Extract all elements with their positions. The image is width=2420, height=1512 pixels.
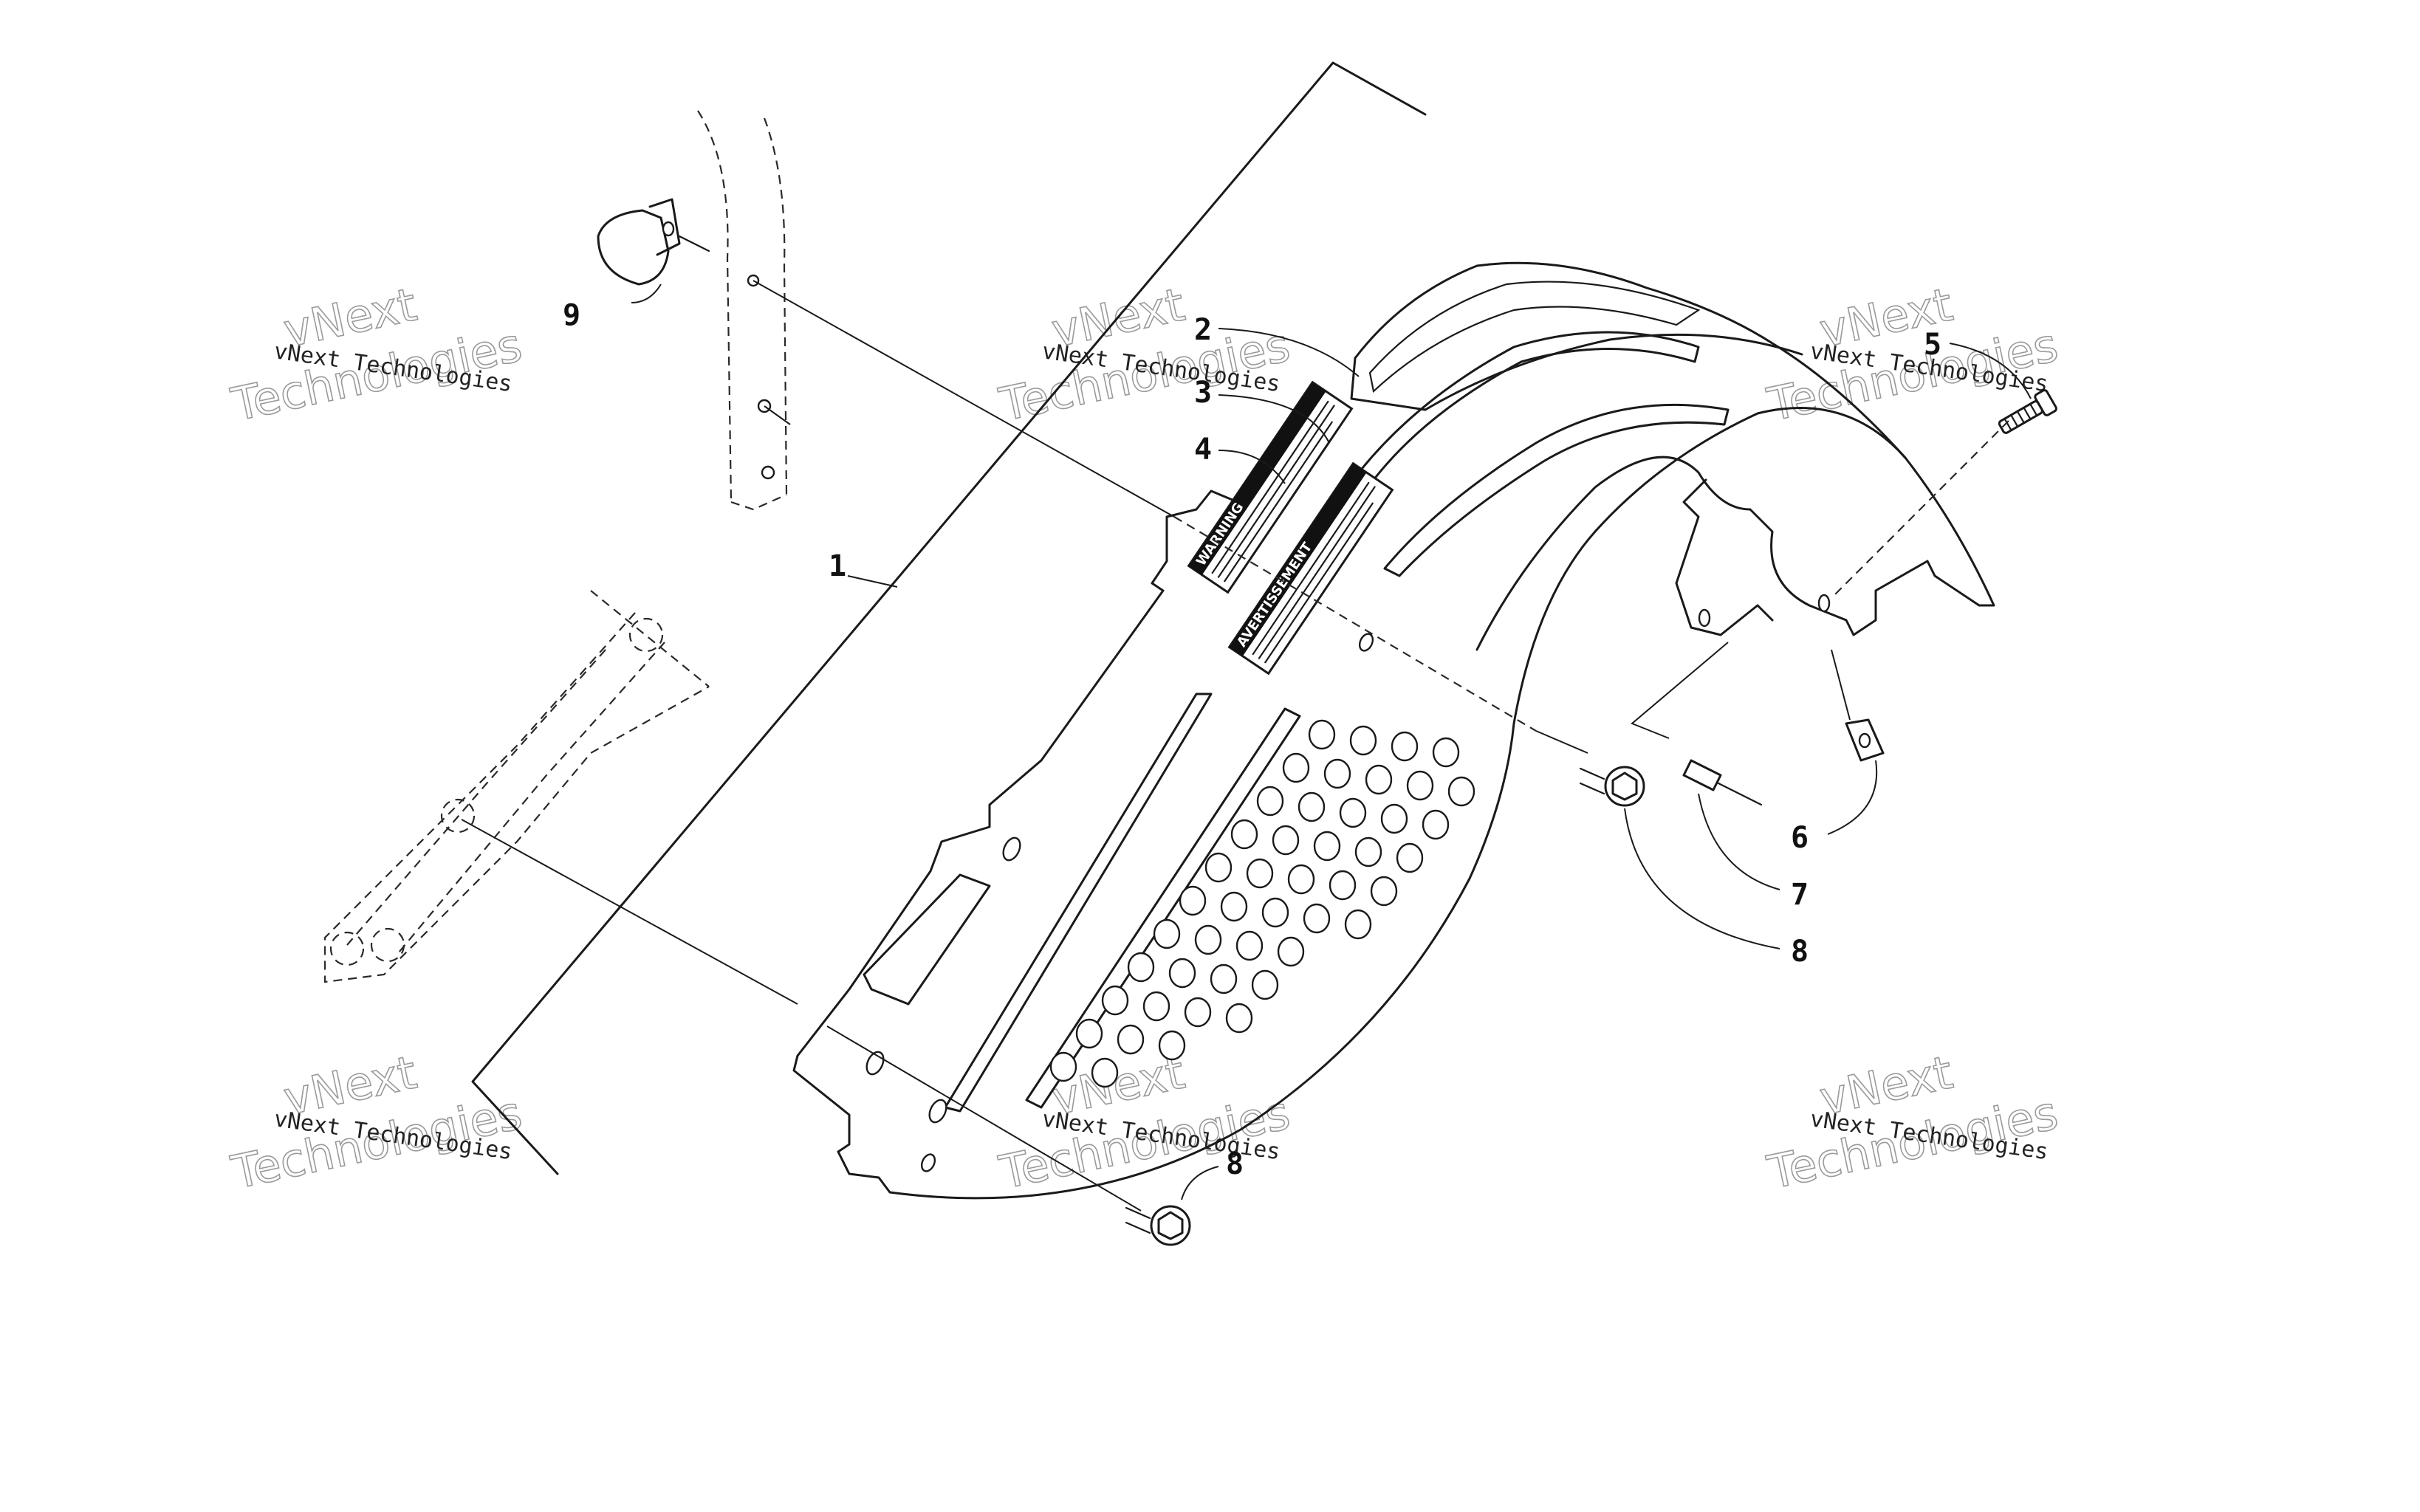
flange-bolt-right [1579, 766, 1645, 807]
vent-hole [1277, 936, 1305, 967]
callout-1: 1 [829, 549, 846, 583]
vent-hole [1194, 924, 1222, 955]
panel-hole [920, 1153, 936, 1172]
vent-hole [1158, 1030, 1186, 1061]
vent-hole [1272, 825, 1300, 856]
vent-hole [1406, 770, 1434, 801]
vent-hole [1339, 797, 1367, 828]
screw-part [1998, 389, 2057, 434]
callout-9: 9 [563, 298, 580, 332]
callout-8-right: 8 [1791, 935, 1809, 969]
vent-hole [1127, 952, 1155, 983]
vent-hole [1101, 985, 1129, 1016]
vent-hole [1344, 909, 1372, 940]
vent-hole [1091, 1057, 1119, 1088]
vent-hole [1422, 809, 1450, 840]
callout-3: 3 [1194, 376, 1212, 410]
callout-7: 7 [1791, 878, 1809, 912]
vent-hole [1142, 991, 1170, 1022]
panel-hole [865, 1051, 885, 1076]
callout-6: 6 [1791, 821, 1809, 855]
vent-hole [1168, 958, 1196, 989]
clamp-part [597, 198, 710, 286]
vent-hole [1391, 731, 1419, 762]
vent-hole [1370, 876, 1398, 907]
vent-hole [1179, 885, 1207, 916]
vent-hole [1230, 819, 1258, 850]
bracket-hole [1698, 608, 1711, 628]
clip-nut-part [1845, 718, 1885, 762]
vent-hole [1349, 725, 1377, 756]
vent-hole [1287, 864, 1315, 895]
callout-leaders [631, 284, 2032, 1200]
vent-hole [1210, 963, 1238, 994]
frame-hole [761, 465, 775, 480]
panel-hole [1002, 836, 1021, 862]
vent-hole [1117, 1024, 1145, 1055]
watermark-bottom-right: vNext Technologies vNext Technologies [1762, 1045, 2063, 1200]
vent-hole [1298, 791, 1326, 822]
vent-hole [1354, 836, 1382, 867]
vent-hole [1220, 891, 1248, 922]
vent-hole [1261, 897, 1289, 928]
vent-hole [1432, 737, 1460, 768]
assembly-bracket-line [471, 61, 1427, 1175]
vent-hole [1308, 719, 1336, 750]
vent-hole [1225, 1003, 1253, 1034]
vent-hole [1251, 969, 1279, 1000]
bracket-hole [1817, 594, 1831, 613]
rear-suspension-rail [323, 590, 710, 983]
vent-hole [1184, 997, 1212, 1028]
vent-hole [1235, 930, 1264, 961]
vent-hole [1282, 752, 1310, 783]
panel-hole [1358, 633, 1374, 652]
watermark-top-left: vNext Technologies vNext Technologies [226, 277, 527, 433]
vent-hole [1204, 852, 1233, 883]
vent-hole [1313, 831, 1341, 862]
vent-hole [1246, 858, 1274, 889]
vent-hole [1049, 1051, 1077, 1082]
vent-hole [1153, 918, 1181, 949]
callout-5: 5 [1924, 328, 1941, 362]
vent-hole [1075, 1018, 1103, 1049]
alignment-lines [461, 280, 2009, 1212]
frame-bar-upper [697, 110, 788, 511]
vent-hole [1323, 758, 1351, 789]
vent-hole [1396, 842, 1424, 873]
vent-hole [1329, 870, 1357, 901]
callout-8-lower: 8 [1226, 1147, 1244, 1181]
watermark-bottom-left: vNext Technologies vNext Technologies [226, 1045, 527, 1200]
vent-hole [1303, 903, 1331, 934]
vent-hole [1447, 776, 1475, 807]
vent-hole-grid [1049, 719, 1475, 1088]
flange-bolt-lower [1125, 1205, 1191, 1246]
vent-hole [1380, 803, 1408, 834]
panel-hole [928, 1099, 947, 1124]
vent-hole [1256, 786, 1284, 817]
callout-2: 2 [1194, 313, 1212, 347]
callout-4: 4 [1194, 433, 1212, 467]
vent-hole [1365, 764, 1393, 795]
rivet-part [1682, 759, 1763, 806]
watermark-bottom-center: vNext Technologies vNext Technologies [994, 1045, 1295, 1200]
